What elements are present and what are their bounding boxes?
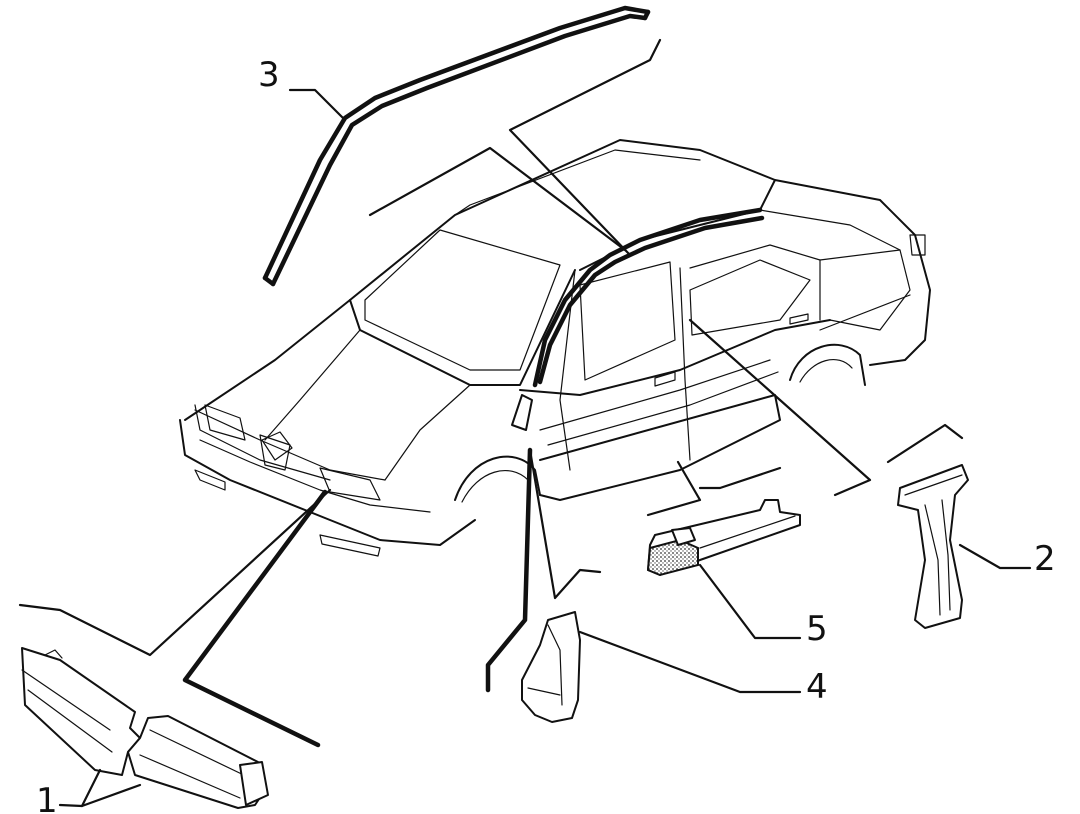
part-2-b-pillar: [897, 464, 969, 629]
part-3-roof-seal: [262, 5, 651, 287]
leader-lines: [18, 38, 1032, 808]
callout-2: 2: [1034, 539, 1056, 579]
callout-3: 3: [258, 55, 280, 95]
callout-1: 1: [36, 781, 58, 814]
part-5-sill-insert: [646, 499, 801, 577]
callout-4: 4: [806, 667, 828, 707]
part-1-front-crossmember: [21, 647, 269, 809]
car-body-drawing: [179, 139, 931, 557]
callout-5: 5: [806, 609, 828, 649]
part-4-a-pillar-lower: [521, 611, 581, 723]
